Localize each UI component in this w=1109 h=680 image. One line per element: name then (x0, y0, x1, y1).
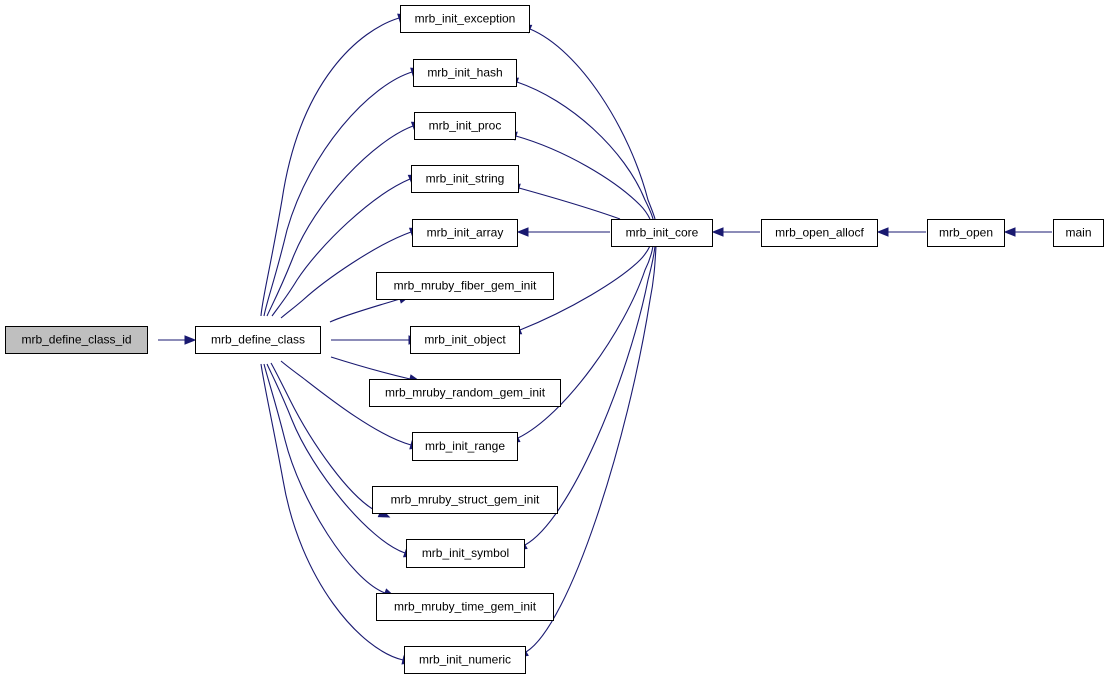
node-init-string[interactable]: mrb_init_string (411, 165, 519, 193)
arrowhead (1003, 227, 1016, 237)
node-label: mrb_init_string (426, 172, 505, 186)
edge-init_object-to-define_class (331, 335, 421, 345)
edge-init_exception-to-define_class (260, 13, 410, 317)
edge-line (260, 363, 404, 661)
node-init-hash[interactable]: mrb_init_hash (413, 59, 517, 87)
node-box[interactable] (413, 59, 517, 87)
node-init-range[interactable]: mrb_init_range (412, 432, 518, 461)
node-label: mrb_init_exception (415, 12, 516, 26)
node-box[interactable] (761, 219, 878, 247)
node-box[interactable] (410, 326, 520, 354)
node-label: mrb_define_class (211, 333, 305, 347)
node-label: main (1065, 226, 1091, 240)
node-label: mrb_init_array (427, 226, 504, 240)
node-open[interactable]: mrb_open (927, 219, 1005, 247)
node-init-numeric[interactable]: mrb_init_numeric (404, 646, 526, 674)
edge-line (263, 71, 413, 317)
node-define-class-id[interactable]: mrb_define_class_id (5, 326, 148, 354)
node-box[interactable] (406, 539, 525, 568)
node-box[interactable] (927, 219, 1005, 247)
node-label: mrb_init_hash (427, 66, 502, 80)
arrowhead (876, 227, 889, 237)
edge-init_core-to-init_array (516, 227, 610, 237)
node-box[interactable] (1053, 219, 1104, 247)
node-init-proc[interactable]: mrb_init_proc (414, 112, 516, 140)
edge-line (263, 363, 386, 594)
node-box[interactable] (411, 165, 519, 193)
arrowhead (711, 227, 724, 237)
node-label: mrb_init_core (626, 226, 699, 240)
node-box[interactable] (5, 326, 148, 354)
node-box[interactable] (372, 486, 558, 514)
node-label: mrb_mruby_time_gem_init (394, 600, 537, 614)
node-struct-gem-init[interactable]: mrb_mruby_struct_gem_init (372, 486, 558, 514)
node-open-allocf[interactable]: mrb_open_allocf (761, 219, 878, 247)
edge-init_core-to-init_exception (519, 24, 656, 220)
edge-line (516, 81, 654, 220)
edge-line (515, 135, 651, 220)
edge-line (266, 363, 406, 554)
edge-line (271, 178, 411, 317)
node-label: mrb_init_range (425, 439, 505, 453)
node-box[interactable] (376, 272, 554, 300)
node-box[interactable] (412, 219, 518, 247)
node-init-object[interactable]: mrb_init_object (410, 326, 520, 354)
node-label: mrb_define_class_id (21, 333, 131, 347)
edge-line (266, 125, 414, 317)
edge-init_core-to-init_string (508, 183, 621, 220)
edge-line (280, 231, 412, 319)
node-box[interactable] (404, 646, 526, 674)
arrowhead (516, 227, 529, 237)
node-label: mrb_mruby_random_gem_init (385, 386, 546, 400)
node-label: mrb_init_object (424, 333, 506, 347)
edge-line (329, 298, 401, 323)
edge-open_allocf-to-init_core (711, 227, 760, 237)
edge-line (517, 245, 654, 439)
arrowhead (184, 335, 197, 345)
edge-init_core-to-init_hash (506, 77, 654, 220)
node-init-symbol[interactable]: mrb_init_symbol (406, 539, 525, 568)
node-box[interactable] (412, 432, 518, 461)
edge-line (260, 17, 400, 317)
node-init-core[interactable]: mrb_init_core (611, 219, 713, 247)
node-random-gem-init[interactable]: mrb_mruby_random_gem_init (369, 379, 561, 407)
node-box[interactable] (369, 379, 561, 407)
edge-main-to-open (1003, 227, 1052, 237)
node-fiber-gem-init[interactable]: mrb_mruby_fiber_gem_init (376, 272, 554, 300)
node-label: mrb_init_proc (429, 119, 502, 133)
edge-line (525, 245, 657, 653)
edge-line (330, 356, 411, 380)
edge-line (280, 360, 412, 446)
node-define-class[interactable]: mrb_define_class (195, 326, 321, 354)
edge-line (270, 362, 381, 514)
nodes-layer: mrb_define_class_id mrb_define_class mrb_i… (5, 5, 1104, 674)
node-box[interactable] (376, 593, 554, 621)
node-label: mrb_mruby_struct_gem_init (391, 493, 540, 507)
node-time-gem-init[interactable]: mrb_mruby_time_gem_init (376, 593, 554, 621)
node-label: mrb_mruby_fiber_gem_init (394, 279, 537, 293)
node-label: mrb_init_symbol (422, 546, 509, 560)
edge-define_class-to-define_class_id (158, 335, 197, 345)
node-label: mrb_open_allocf (775, 226, 864, 240)
node-init-exception[interactable]: mrb_init_exception (400, 5, 530, 33)
edge-line (518, 187, 621, 220)
node-main[interactable]: main (1053, 219, 1104, 247)
node-box[interactable] (414, 112, 516, 140)
edge-open-to-open_allocf (876, 227, 926, 237)
node-box[interactable] (611, 219, 713, 247)
edge-line (519, 245, 651, 331)
node-box[interactable] (400, 5, 530, 33)
node-box[interactable] (195, 326, 321, 354)
edge-line (529, 28, 656, 220)
node-init-array[interactable]: mrb_init_array (412, 219, 518, 247)
node-label: mrb_open (939, 226, 993, 240)
node-label: mrb_init_numeric (419, 653, 511, 667)
